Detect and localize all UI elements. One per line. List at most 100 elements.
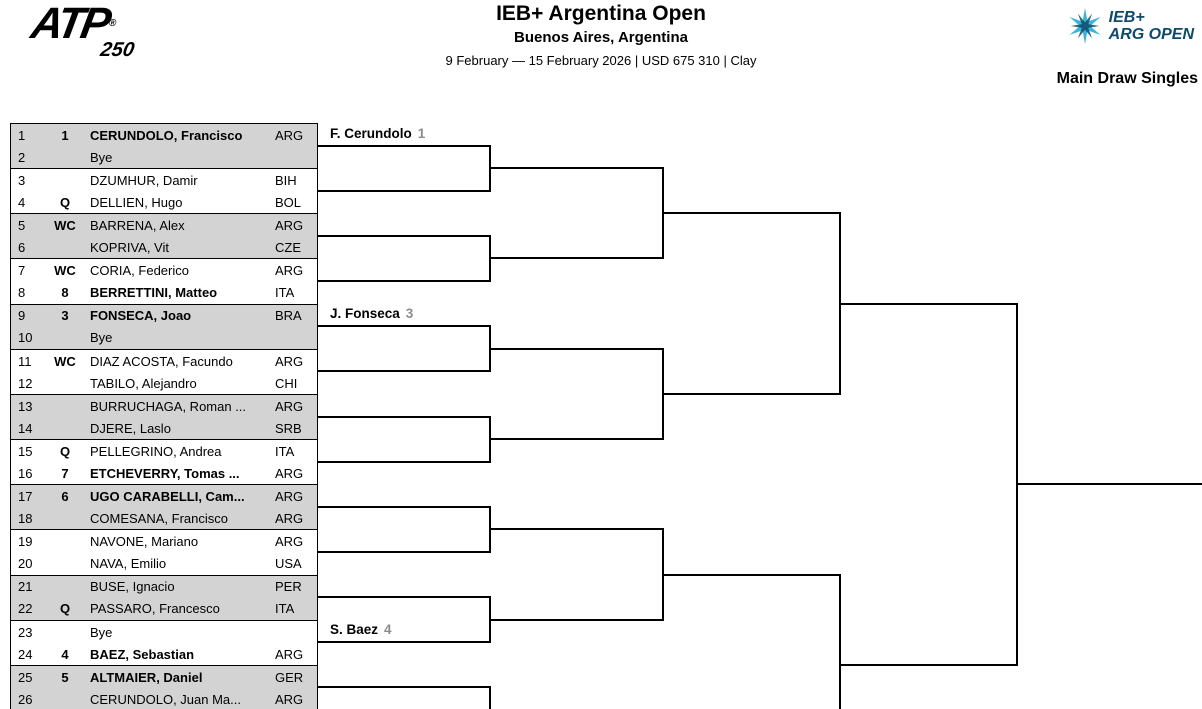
country-code: ITA: [275, 285, 295, 301]
bracket-line: [1017, 483, 1202, 486]
row-number: 26: [18, 692, 33, 708]
bracket-line: [662, 167, 664, 260]
country-code: USA: [275, 556, 302, 572]
draw-row: 21 BUSE, Ignacio PER: [11, 575, 317, 599]
tournament-details: 9 February — 15 February 2026 | USD 675 …: [445, 53, 757, 68]
country-code: ITA: [275, 601, 295, 617]
player-name: NAVONE, Mariano: [90, 534, 199, 550]
country-code: BRA: [275, 308, 302, 324]
row-number: 4: [18, 195, 26, 211]
bracket-line: [318, 460, 490, 463]
row-number: 11: [18, 353, 32, 369]
event-header: IEB+ Argentina Open Buenos Aires, Argent…: [0, 2, 1202, 68]
row-number: 23: [18, 624, 33, 640]
bracket-line: [489, 144, 491, 192]
country-code: SRB: [275, 420, 302, 436]
bracket-line: [663, 212, 840, 215]
country-code: ARG: [275, 465, 304, 481]
row-number: 12: [18, 375, 33, 391]
draw-row: 4 Q DELLIEN, Hugo BOL: [11, 192, 317, 215]
advancer-seed: 4: [384, 622, 392, 638]
bracket-line: [839, 212, 841, 395]
row-number: 8: [18, 285, 26, 301]
bracket-line: [489, 325, 491, 373]
row-number: 2: [18, 149, 26, 165]
event-logo-line1: IEB+: [1108, 9, 1145, 26]
player-name: TABILO, Alejandro: [90, 375, 197, 391]
draw-row: 13 BURRUCHAGA, Roman ... ARG: [11, 394, 317, 418]
player-name: DZUMHUR, Damir: [90, 172, 198, 188]
country-code: CHI: [275, 375, 298, 391]
draw-row: 7 WC CORIA, Federico ARG: [11, 259, 317, 282]
row-number: 20: [18, 556, 33, 572]
player-name: BARRENA, Alex: [90, 218, 185, 234]
row-number: 19: [18, 534, 33, 550]
bracket-line: [318, 189, 490, 192]
draw-row: 1 1 CERUNDOLO, Francisco ARG: [11, 124, 317, 147]
row-number: 7: [18, 263, 26, 279]
row-number: 6: [18, 240, 26, 256]
row-number: 13: [18, 398, 33, 414]
country-code: CZE: [275, 240, 301, 256]
seed-label: 5: [61, 669, 69, 685]
advancer-name: S. Baez: [330, 622, 379, 638]
bracket-line: [663, 392, 840, 395]
advancer-seed: 3: [405, 306, 414, 322]
event-logo: IEB+ ARG OPEN: [1066, 7, 1194, 45]
bracket-line: [839, 573, 841, 709]
country-code: ITA: [275, 443, 295, 459]
seed-label: 8: [61, 285, 69, 301]
row-number: 25: [18, 669, 33, 685]
bracket-line: [662, 347, 664, 441]
player-name: FONSECA, Joao: [90, 308, 192, 324]
row-number: 14: [18, 420, 33, 436]
row-number: 15: [18, 443, 33, 459]
bracket-line: [840, 663, 1017, 666]
bracket-line: [490, 528, 663, 531]
draw-row: 16 7 ETCHEVERRY, Tomas ... ARG: [11, 463, 317, 486]
player-name: CORIA, Federico: [90, 263, 189, 279]
row-number: 5: [18, 218, 26, 234]
row-number: 10: [18, 330, 33, 346]
advancer-label: F. Cerundolo 1: [330, 126, 425, 141]
bracket-line: [489, 505, 491, 553]
seed-label: Q: [59, 443, 71, 459]
draw-table: 1 1 CERUNDOLO, Francisco ARG 2 Bye 3 DZU…: [10, 123, 318, 709]
row-number: 18: [18, 511, 33, 527]
bracket-line: [840, 302, 1017, 305]
country-code: BOL: [275, 195, 302, 211]
advancer-seed: 1: [417, 125, 426, 141]
draw-row: 20 NAVA, Emilio USA: [11, 553, 317, 576]
draw-row: 17 6 UGO CARABELLI, Cam... ARG: [11, 485, 317, 508]
seed-label: WC: [54, 353, 76, 369]
draw-row: 5 WC BARRENA, Alex ARG: [11, 214, 317, 237]
player-name: DELLIEN, Hugo: [90, 195, 183, 211]
draw-row: 10 Bye: [11, 327, 317, 350]
row-number: 16: [18, 465, 33, 481]
country-code: ARG: [275, 218, 304, 234]
bracket-line: [318, 280, 490, 283]
seed-label: 7: [61, 465, 69, 481]
row-number: 21: [18, 579, 33, 595]
draw-row: 8 8 BERRETTINI, Matteo ITA: [11, 282, 317, 305]
draw-row: 19 NAVONE, Mariano ARG: [11, 530, 317, 553]
draw-row: 2 Bye: [11, 146, 317, 170]
player-name: NAVA, Emilio: [90, 556, 167, 572]
bracket-line: [318, 370, 490, 373]
tournament-location: Buenos Aires, Argentina: [514, 29, 688, 46]
draw-row: 9 3 FONSECA, Joao BRA: [11, 304, 317, 328]
bracket-line: [490, 347, 663, 350]
player-name: CERUNDOLO, Francisco: [90, 127, 243, 143]
registered-mark-icon: ®: [107, 18, 118, 29]
bracket-line: [318, 596, 490, 599]
advancer-name: F. Cerundolo: [330, 125, 412, 141]
bracket-line: [489, 415, 491, 463]
bracket-line: [663, 573, 840, 576]
starburst-icon: [1069, 7, 1101, 45]
bracket-line: [1016, 302, 1018, 666]
country-code: ARG: [275, 127, 304, 143]
player-name: KOPRIVA, Vit: [90, 240, 169, 256]
player-name: Bye: [90, 330, 113, 346]
event-logo-text: IEB+ ARG OPEN: [1109, 9, 1194, 43]
